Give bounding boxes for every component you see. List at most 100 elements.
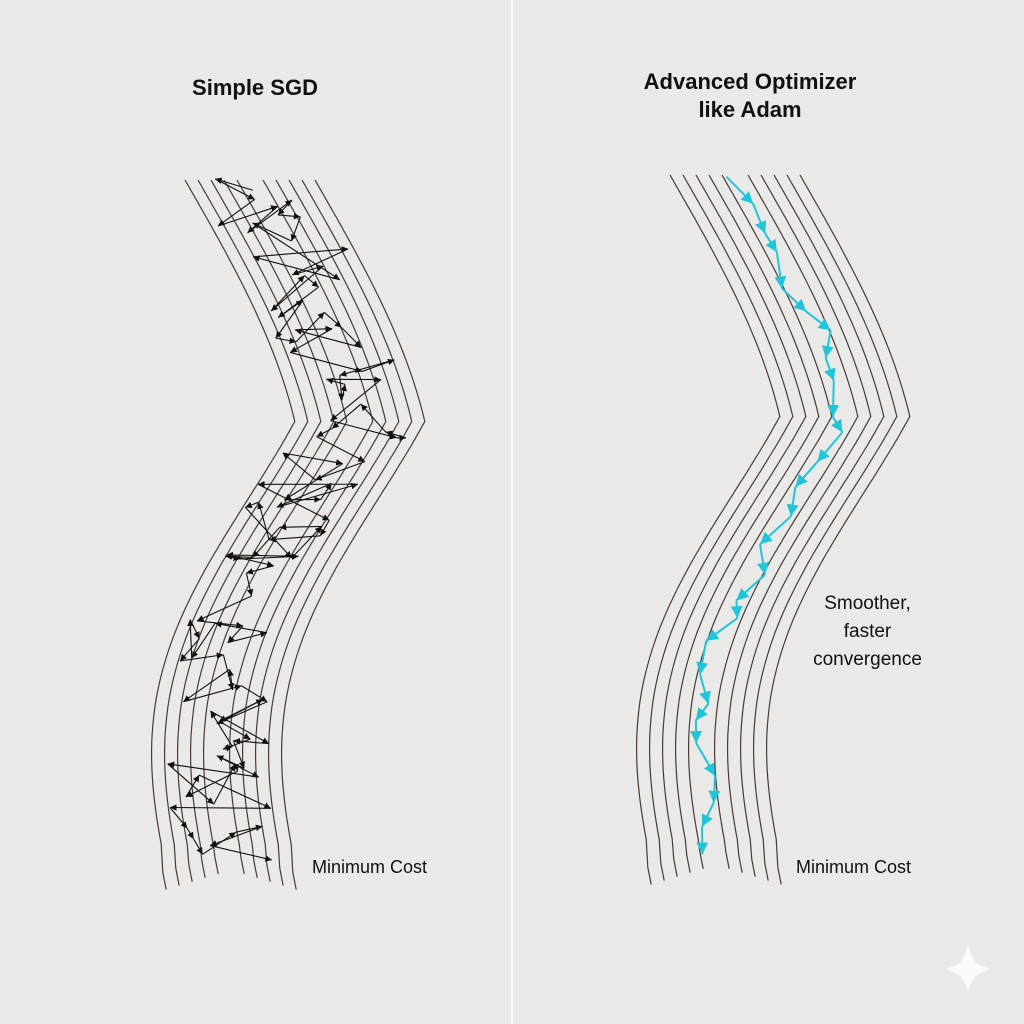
annotation-line3: convergence bbox=[813, 649, 922, 670]
step-arrow bbox=[695, 703, 710, 721]
step-arrow bbox=[292, 248, 349, 276]
contour-line bbox=[281, 179, 426, 890]
contour-line bbox=[753, 174, 898, 881]
contour-line bbox=[675, 174, 820, 873]
step-arrow bbox=[216, 701, 268, 725]
step-arrow bbox=[277, 212, 301, 220]
step-arrow bbox=[284, 463, 344, 501]
step-arrow bbox=[290, 216, 301, 242]
step-arrow bbox=[277, 299, 304, 318]
step-arrow bbox=[218, 720, 251, 740]
step-arrow bbox=[282, 452, 316, 481]
step-arrow bbox=[339, 359, 395, 377]
step-arrow bbox=[730, 600, 743, 619]
step-arrow bbox=[774, 251, 787, 289]
step-arrow bbox=[185, 774, 200, 798]
step-arrow bbox=[316, 428, 333, 438]
step-arrow bbox=[816, 431, 844, 463]
step-arrow bbox=[314, 461, 366, 481]
step-arrow bbox=[226, 551, 299, 559]
step-arrow bbox=[295, 311, 325, 343]
step-arrow bbox=[385, 430, 407, 439]
step-arrow bbox=[210, 710, 270, 745]
step-arrow bbox=[764, 232, 778, 253]
step-arrow bbox=[341, 327, 362, 348]
step-arrow bbox=[252, 255, 340, 281]
step-arrow bbox=[232, 740, 245, 769]
adam-title-line1: Advanced Optimizer bbox=[643, 69, 857, 94]
step-arrow bbox=[331, 403, 362, 429]
contour-line bbox=[649, 174, 794, 881]
step-arrow bbox=[290, 351, 363, 373]
annotation-line1: Smoother, bbox=[824, 593, 911, 614]
step-arrow bbox=[257, 483, 330, 521]
contour-line bbox=[740, 174, 885, 877]
step-arrow bbox=[233, 737, 269, 745]
contour-line bbox=[268, 179, 413, 886]
step-arrow bbox=[794, 461, 819, 488]
step-arrow bbox=[295, 325, 333, 333]
step-arrow bbox=[824, 357, 836, 382]
step-arrow bbox=[695, 742, 716, 777]
step-arrow bbox=[213, 763, 236, 805]
step-arrow bbox=[275, 337, 297, 344]
adam-annotation: Smoother, faster convergence bbox=[800, 590, 935, 674]
step-arrow bbox=[217, 198, 256, 227]
step-arrow bbox=[191, 623, 216, 659]
step-arrow bbox=[245, 501, 259, 509]
step-arrow bbox=[282, 452, 343, 466]
contour-line bbox=[766, 174, 911, 885]
contour-line bbox=[177, 179, 322, 882]
step-arrow bbox=[169, 807, 188, 829]
step-arrow bbox=[277, 199, 293, 216]
step-arrow bbox=[167, 761, 259, 778]
contour-line bbox=[727, 174, 872, 873]
step-arrow bbox=[226, 554, 274, 568]
step-arrow bbox=[320, 483, 332, 500]
contour-line bbox=[164, 179, 309, 886]
step-arrow bbox=[701, 802, 715, 828]
step-arrow bbox=[759, 515, 792, 545]
step-arrow bbox=[210, 710, 233, 747]
contour-line bbox=[151, 179, 296, 890]
step-arrow bbox=[240, 553, 299, 560]
step-arrow bbox=[183, 684, 242, 703]
contour-line bbox=[662, 174, 807, 877]
step-arrow bbox=[295, 328, 362, 348]
step-arrow bbox=[218, 698, 264, 722]
step-arrow bbox=[244, 507, 293, 559]
step-arrow bbox=[757, 544, 769, 575]
sgd-path bbox=[167, 177, 407, 862]
adam-minimum-label: Minimum Cost bbox=[796, 857, 912, 877]
step-arrow bbox=[214, 178, 255, 200]
step-arrow bbox=[326, 377, 346, 385]
sgd-minimum-label: Minimum Cost bbox=[312, 857, 428, 877]
sparkle-icon bbox=[944, 944, 992, 994]
left-contour-lines bbox=[151, 179, 426, 890]
step-arrow bbox=[210, 845, 272, 862]
step-arrow bbox=[179, 638, 200, 662]
step-arrow bbox=[217, 205, 278, 227]
step-arrow bbox=[699, 674, 711, 704]
contour-line bbox=[636, 174, 781, 885]
step-arrow bbox=[276, 482, 332, 508]
adam-title: Advanced Optimizer like Adam bbox=[600, 68, 900, 124]
step-arrow bbox=[292, 264, 324, 276]
step-arrow bbox=[241, 685, 268, 703]
step-arrow bbox=[330, 379, 382, 422]
step-arrow bbox=[252, 222, 292, 242]
step-arrow bbox=[827, 380, 840, 418]
step-arrow bbox=[316, 436, 366, 463]
step-arrow bbox=[276, 482, 358, 508]
step-arrow bbox=[186, 828, 195, 840]
step-arrow bbox=[821, 330, 834, 359]
step-arrow bbox=[189, 619, 200, 639]
step-arrow bbox=[245, 572, 254, 597]
step-arrow bbox=[708, 775, 721, 803]
panel-divider bbox=[511, 0, 513, 1024]
step-arrow bbox=[170, 804, 271, 811]
step-arrow bbox=[214, 621, 268, 634]
step-arrow bbox=[193, 838, 204, 855]
step-arrow bbox=[185, 770, 238, 798]
